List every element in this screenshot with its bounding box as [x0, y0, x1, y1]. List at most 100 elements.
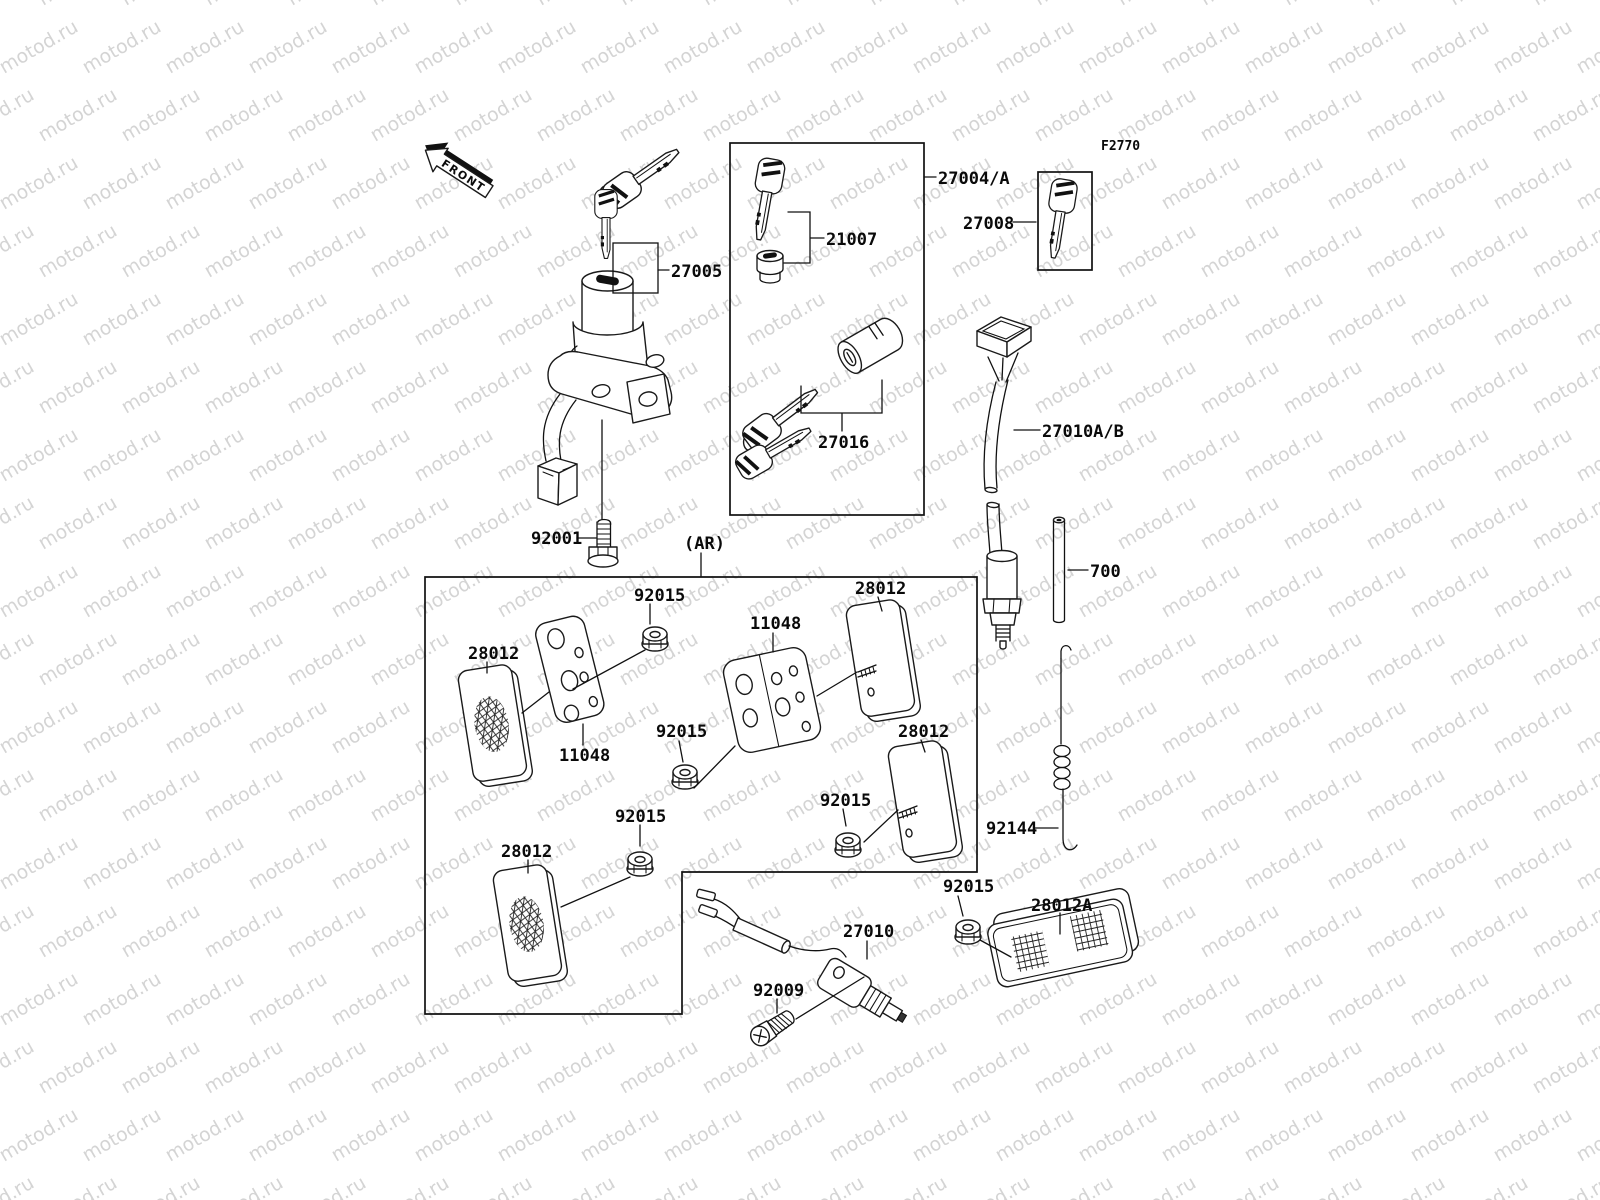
watermark-text: motod.ru — [699, 764, 785, 827]
watermark-text: motod.ru — [1075, 16, 1161, 79]
watermark-text: motod.ru — [1158, 288, 1244, 351]
watermark-text: motod.ru — [909, 968, 995, 1031]
watermark-text: motod.ru — [782, 84, 868, 147]
watermark-text: motod.ru — [79, 152, 165, 215]
watermark-text: motod.ru — [118, 900, 204, 963]
label-92015: 92015 — [634, 586, 685, 606]
watermark-text: motod.ru — [201, 628, 287, 691]
watermark-text: motod.ru — [118, 0, 204, 10]
watermark-text: motod.ru — [1241, 560, 1327, 623]
watermark-text: motod.ru — [1280, 84, 1366, 147]
watermark-text: motod.ru — [1529, 492, 1600, 555]
screw-92009 — [749, 1010, 795, 1047]
watermark-text: motod.ru — [1490, 152, 1576, 215]
watermark-text: motod.ru — [118, 764, 204, 827]
reflector-28012-left — [457, 663, 534, 789]
watermark-text: motod.ru — [79, 288, 165, 351]
watermark-text: motod.ru — [1573, 288, 1600, 351]
wire-terminal-icon — [698, 904, 718, 918]
watermark-text: motod.ru — [411, 16, 497, 79]
watermark-text: motod.ru — [162, 152, 248, 215]
watermark-text: motod.ru — [245, 560, 331, 623]
watermark-text: motod.ru — [450, 1172, 536, 1200]
box-27008 — [1037, 171, 1093, 271]
watermark-text: motod.ru — [1529, 220, 1600, 283]
watermark-text: motod.ru — [865, 356, 951, 419]
watermark-text: motod.ru — [328, 696, 414, 759]
watermark-text: motod.ru — [1573, 696, 1600, 759]
watermark-text: motod.ru — [1490, 832, 1576, 895]
watermark-text: motod.ru — [865, 1036, 951, 1099]
watermark-text: motod.ru — [0, 628, 38, 691]
watermark-text: motod.ru — [1407, 152, 1493, 215]
watermark-text: motod.ru — [79, 832, 165, 895]
watermark-text: motod.ru — [162, 696, 248, 759]
watermark-text: motod.ru — [284, 900, 370, 963]
watermark-text: motod.ru — [1075, 1104, 1161, 1167]
lock-barrel-27016 — [837, 317, 904, 374]
watermark-text: motod.ru — [1529, 1036, 1600, 1099]
watermark-text: motod.ru — [494, 1104, 580, 1167]
watermark-text: motod.ru — [743, 832, 829, 895]
label-11048: 11048 — [559, 746, 610, 766]
watermark-text: motod.ru — [1031, 764, 1117, 827]
watermark-text: motod.ru — [1158, 560, 1244, 623]
watermark-text: motod.ru — [577, 968, 663, 1031]
watermark-text: motod.ru — [411, 288, 497, 351]
watermark-text: motod.ru — [826, 1104, 912, 1167]
watermark-text: motod.ru — [1114, 84, 1200, 147]
label-27010: 27010 — [843, 922, 894, 942]
watermark-text: motod.ru — [1031, 220, 1117, 283]
watermark-text: motod.ru — [1407, 832, 1493, 895]
switch-27010 — [696, 888, 908, 1024]
watermark-text: motod.ru — [743, 16, 829, 79]
watermark-text: motod.ru — [328, 424, 414, 487]
figure-code: F2770 — [1101, 139, 1140, 154]
watermark-text: motod.ru — [0, 696, 82, 759]
watermark-text: motod.ru — [1114, 356, 1200, 419]
watermark-text: motod.ru — [1114, 492, 1200, 555]
watermark-text: motod.ru — [118, 1036, 204, 1099]
label-92015: 92015 — [820, 791, 871, 811]
watermark-text: motod.ru — [284, 628, 370, 691]
watermark-text: motod.ru — [1075, 968, 1161, 1031]
watermark-text: motod.ru — [1031, 628, 1117, 691]
watermark-text: motod.ru — [865, 1172, 951, 1200]
watermark-text: motod.ru — [367, 628, 453, 691]
watermark-text: motod.ru — [1280, 1036, 1366, 1099]
watermark-text: motod.ru — [1241, 696, 1327, 759]
watermark-text: motod.ru — [1446, 900, 1532, 963]
watermark-text: motod.ru — [1446, 492, 1532, 555]
label-27008: 27008 — [963, 214, 1014, 234]
watermark-text: motod.ru — [1490, 968, 1576, 1031]
watermark-text: motod.ru — [1075, 288, 1161, 351]
watermark-text: motod.ru — [201, 1172, 287, 1200]
watermark-text: motod.ru — [35, 900, 121, 963]
watermark-text: motod.ru — [1363, 628, 1449, 691]
watermark-text: motod.ru — [782, 0, 868, 10]
watermark-text: motod.ru — [1031, 1172, 1117, 1200]
label-28012: 28012 — [501, 842, 552, 862]
watermark-text: motod.ru — [1114, 764, 1200, 827]
watermark-text: motod.ru — [1158, 832, 1244, 895]
watermark-text: motod.ru — [162, 288, 248, 351]
watermark-text: motod.ru — [699, 0, 785, 10]
watermark-text: motod.ru — [948, 628, 1034, 691]
label-28012: 28012 — [898, 722, 949, 742]
watermark-text: motod.ru — [1241, 16, 1327, 79]
watermark-text: motod.ru — [1446, 1036, 1532, 1099]
watermark-text: motod.ru — [118, 220, 204, 283]
watermark-text: motod.ru — [909, 424, 995, 487]
watermark-text: motod.ru — [1573, 968, 1600, 1031]
watermark-text: motod.ru — [1114, 220, 1200, 283]
label-92144: 92144 — [986, 819, 1037, 839]
watermark-text: motod.ru — [948, 492, 1034, 555]
stud-screw — [898, 805, 918, 838]
watermark-text: motod.ru — [1158, 968, 1244, 1031]
watermark-text: motod.ru — [162, 968, 248, 1031]
watermark-text: motod.ru — [743, 1104, 829, 1167]
watermark-text: motod.ru — [118, 1172, 204, 1200]
box-ar-group — [424, 576, 978, 1015]
watermark-text: motod.ru — [1280, 220, 1366, 283]
